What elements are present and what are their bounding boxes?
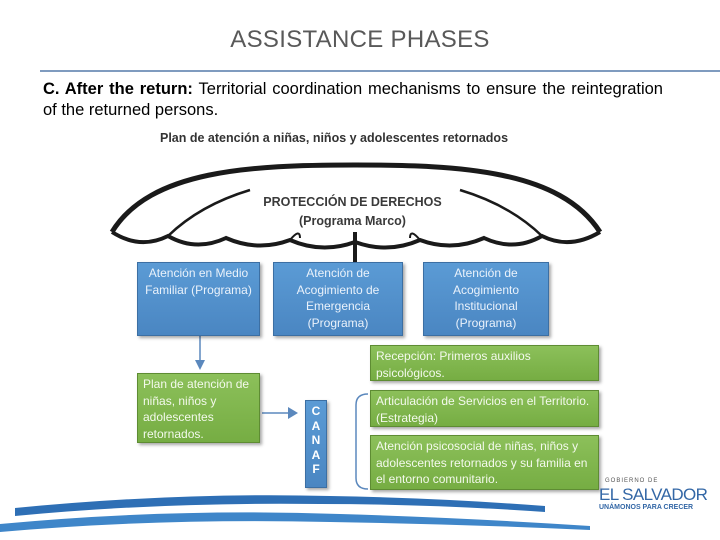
program-box-emergencia: Atención de Acogimiento de Emergencia (P… [273,262,403,336]
service-box-articulacion: Articulación de Servicios en el Territor… [370,390,599,427]
bottom-wave-2 [0,512,590,532]
el-salvador-logo: GOBIERNO DE EL SALVADOR UNÁMONOS PARA CR… [595,478,720,523]
program-box-institucional: Atención de Acogimiento Institucional (P… [423,262,549,336]
service-box-recepcion: Recepción: Primeros auxilios psicológico… [370,345,599,381]
umbrella-rib [290,233,300,240]
canaf-letter: A [306,419,326,434]
canaf-letter: F [306,462,326,477]
logo-top-text: GOBIERNO DE [605,478,658,484]
service-box-atencion: Atención psicosocial de niñas, niños y a… [370,435,599,490]
canaf-letter: A [306,448,326,463]
plan-box: Plan de atención de niñas, niños y adole… [137,373,260,443]
program-box-familiar: Atención en Medio Familiar (Programa) [137,262,260,336]
arrow-down-head [195,360,205,370]
canaf-letter: N [306,433,326,448]
umbrella-line-2: (Programa Marco) [230,212,475,231]
arrow-right-head [288,407,298,419]
canaf-box: C A N A F [305,400,327,488]
logo-sub-text: UNÁMONOS PARA CRECER [599,504,693,511]
canaf-letter: C [306,404,326,419]
canaf-bracket [356,394,368,489]
logo-main-text: EL SALVADOR [599,485,707,505]
umbrella-line-1: PROTECCIÓN DE DERECHOS [230,193,475,212]
umbrella-rib [410,233,420,240]
